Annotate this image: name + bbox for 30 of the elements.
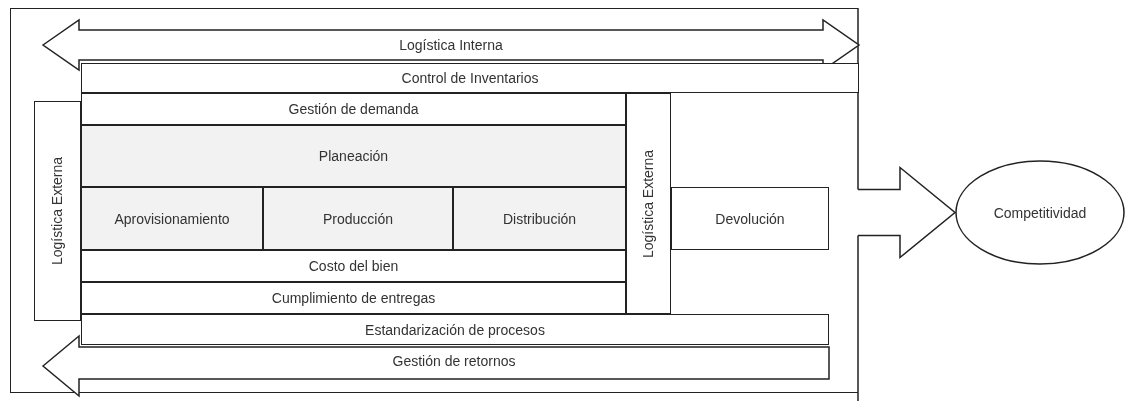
process-box <box>263 187 453 250</box>
process-box <box>81 282 626 314</box>
label-text: Estandarización de procesos <box>365 321 545 338</box>
process-box <box>81 125 626 187</box>
process-box <box>81 314 829 345</box>
label-text: Logística Externa <box>640 149 657 258</box>
vertical-band <box>34 101 81 321</box>
outcome-ellipse <box>955 160 1125 265</box>
process-box <box>81 250 626 282</box>
process-box <box>81 63 859 93</box>
double-arrow-band <box>43 19 859 71</box>
label-text: Logística Externa <box>49 156 66 266</box>
vertical-band <box>626 93 671 314</box>
label-text: Planeación <box>318 148 389 164</box>
process-box <box>453 187 626 250</box>
label-text: Distribución <box>502 210 577 227</box>
label-text: Logística Interna <box>399 37 503 53</box>
label-text: Devolución <box>715 210 785 227</box>
process-box <box>81 187 263 250</box>
process-box <box>671 187 829 250</box>
process-box <box>81 93 626 125</box>
label-text: Costo del bien <box>308 258 399 274</box>
label-text: Control de Inventarios <box>401 70 539 86</box>
label-text: Producción <box>322 210 393 227</box>
label-text: Gestión de demanda <box>288 101 419 117</box>
label-text: Aprovisionamiento <box>114 210 230 227</box>
block-arrow <box>857 165 957 260</box>
label-text: Cumplimiento de entregas <box>271 290 436 306</box>
label-text: Competitividad <box>993 204 1087 221</box>
label-text: Gestión de retornos <box>392 353 516 369</box>
